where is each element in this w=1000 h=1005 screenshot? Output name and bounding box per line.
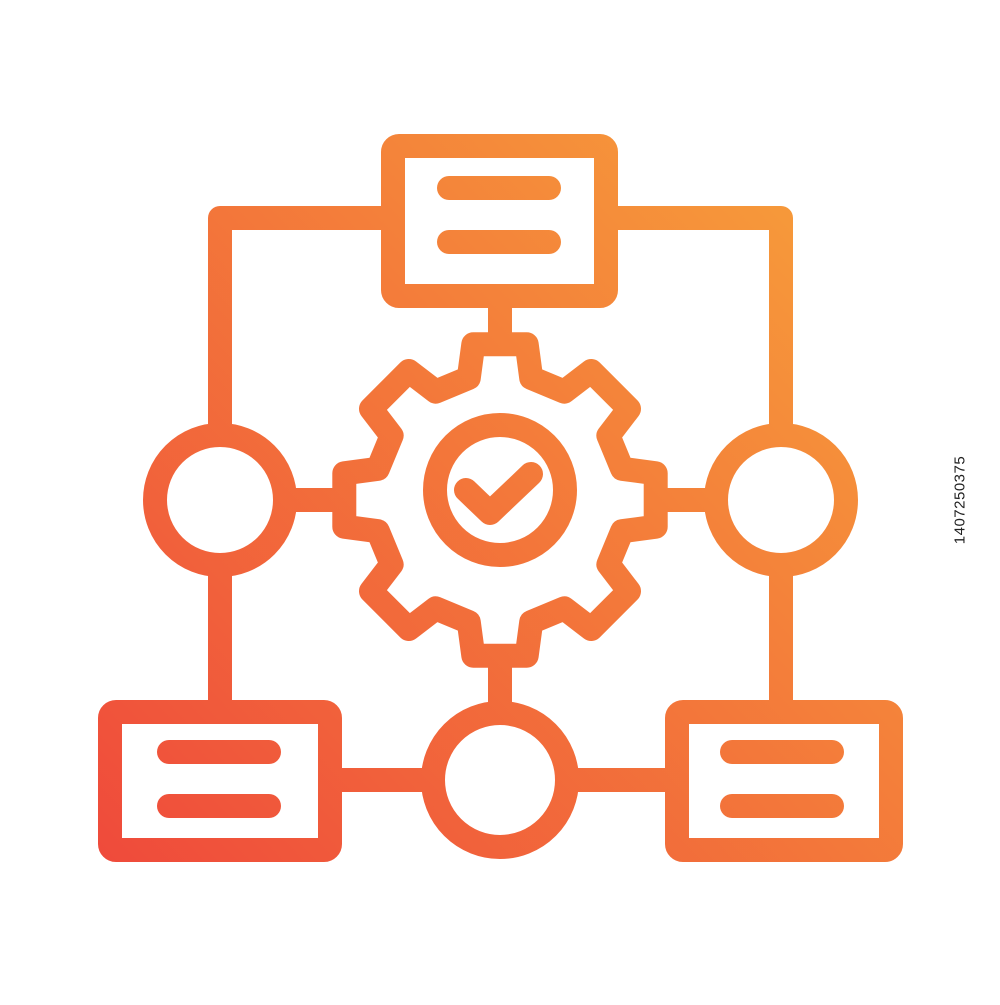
stock-id-label: 1407250375	[951, 455, 969, 545]
check-circle	[423, 413, 577, 567]
right-node-circle	[704, 423, 858, 577]
top-box-frame	[381, 134, 618, 308]
check-mark-icon	[454, 462, 543, 525]
bottom-right-box-lines-icon	[720, 740, 844, 818]
connector-lines	[208, 206, 793, 792]
bottom-left-box-frame	[98, 700, 342, 862]
bottom-right-document-box	[665, 700, 903, 862]
connector-top-left	[208, 206, 405, 445]
bottom-node-circle	[421, 701, 579, 859]
bottom-left-box-lines-icon	[157, 740, 281, 818]
bottom-left-document-box	[98, 700, 342, 862]
gear-icon	[332, 332, 668, 668]
connector-top-right	[594, 206, 793, 445]
bottom-right-box-frame	[665, 700, 903, 862]
top-box-lines-icon	[437, 176, 561, 254]
top-document-box	[381, 134, 618, 308]
left-node-circle	[143, 423, 297, 577]
